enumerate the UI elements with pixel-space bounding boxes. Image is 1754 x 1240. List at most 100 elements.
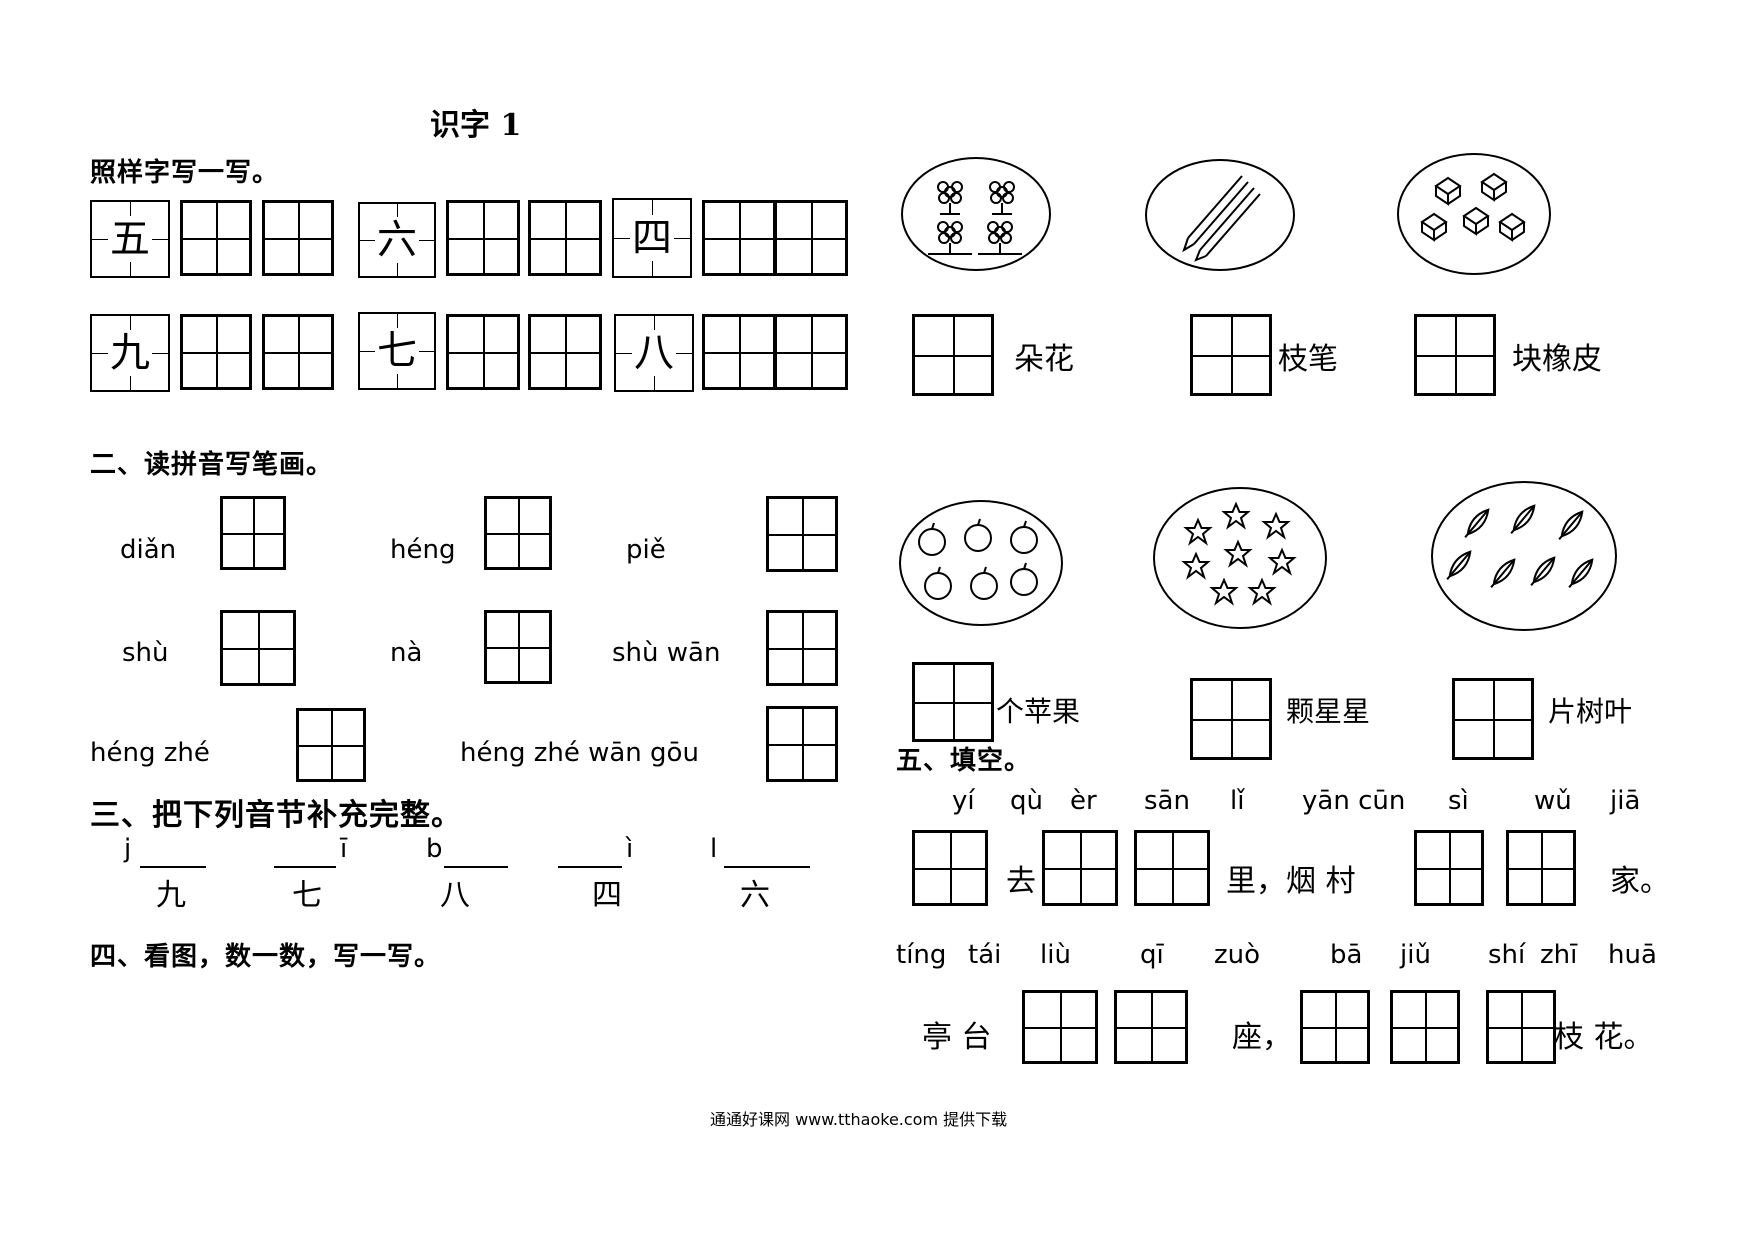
hanzi: 六 [740,878,770,913]
fill-cell[interactable] [1022,990,1098,1064]
fill-text: 去 [1006,864,1036,899]
pinyin-prefix: b [426,834,443,864]
writing-cell[interactable] [262,200,334,276]
count-label: 颗星星 [1286,695,1371,728]
writing-cell[interactable] [262,314,334,390]
pinyin: jiā [1610,786,1641,816]
fill-cell[interactable] [1506,830,1576,906]
writing-cell[interactable] [446,314,520,390]
leaves-picture [1431,481,1617,631]
page-title: 识字 1 [430,108,522,143]
stroke-cell[interactable] [220,496,286,570]
section3-heading: 三、把下列音节补充完整。 [90,798,462,833]
pinyin: qù [1010,786,1043,816]
pinyin: lǐ [1230,786,1245,816]
pinyin-blank[interactable] [140,866,206,868]
sample-char: 五 [108,216,152,262]
writing-cell[interactable] [528,314,602,390]
pinyin-label: diǎn [120,535,177,565]
sample-char-cell: 七 [358,312,436,390]
count-answer-cell[interactable] [1190,678,1272,760]
stars-picture [1153,487,1327,629]
pinyin-blank[interactable] [558,866,622,868]
pencils-picture [1145,159,1295,271]
fill-text: 家。 [1610,864,1670,899]
pinyin-prefix: j [124,834,132,864]
sample-char-cell: 八 [614,314,694,392]
stroke-cell[interactable] [766,706,838,782]
fill-cell[interactable] [912,830,988,906]
sample-char: 八 [632,330,676,376]
stroke-cell[interactable] [296,708,366,782]
flowers-picture [901,157,1051,271]
writing-cell[interactable] [774,314,848,390]
pinyin: wǔ [1534,786,1572,816]
pinyin: bā [1330,940,1363,970]
section2-heading: 二、读拼音写笔画。 [90,450,334,480]
fill-cell[interactable] [1114,990,1188,1064]
count-answer-cell[interactable] [1414,314,1496,396]
pinyin-blank[interactable] [724,866,810,868]
hanzi: 八 [440,878,470,913]
count-label: 片树叶 [1548,695,1633,728]
erasers-picture [1397,153,1551,275]
pinyin-label: nà [390,638,423,668]
fill-cell[interactable] [1134,830,1210,906]
pinyin-suffix: ì [626,834,634,864]
stroke-cell[interactable] [766,610,838,686]
stroke-cell[interactable] [484,610,552,684]
pinyin-label: héng [390,535,456,565]
fill-cell[interactable] [1414,830,1484,906]
count-answer-cell[interactable] [1190,314,1272,396]
sample-char: 七 [375,328,419,374]
hanzi: 九 [156,878,186,913]
sample-char-cell: 四 [612,198,692,278]
pinyin-label: shù wān [612,638,721,668]
pinyin: zhī [1540,940,1578,970]
section5-heading: 五、填空。 [896,746,1032,776]
fill-cell[interactable] [1486,990,1556,1064]
writing-cell[interactable] [446,200,520,276]
count-label: 枝笔 [1278,342,1338,377]
pinyin-blank[interactable] [274,866,336,868]
pinyin-label: héng zhé wān gōu [460,738,699,768]
pinyin: qī [1140,940,1164,970]
pinyin-label: shù [122,638,169,668]
pinyin: tái [968,940,1002,970]
sample-char: 六 [375,217,419,263]
count-label: 朵花 [1014,342,1074,377]
section1-heading: 照样字写一写。 [90,158,280,188]
pinyin: tíng [896,940,947,970]
fill-cell[interactable] [1042,830,1118,906]
count-answer-cell[interactable] [912,314,994,396]
fill-text: 枝 花。 [1554,1020,1654,1055]
section4-heading: 四、看图，数一数，写一写。 [90,942,442,972]
writing-cell[interactable] [702,314,776,390]
count-answer-cell[interactable] [912,662,994,742]
writing-cell[interactable] [180,314,252,390]
pinyin-label: héng zhé [90,738,210,768]
pinyin: liù [1040,940,1071,970]
pinyin-prefix: l [710,834,718,864]
fill-cell[interactable] [1300,990,1370,1064]
stroke-cell[interactable] [220,610,296,686]
hanzi: 七 [292,878,322,913]
pinyin-blank[interactable] [444,866,508,868]
count-label: 块橡皮 [1512,342,1602,377]
stroke-cell[interactable] [766,496,838,572]
sample-char-cell: 五 [90,200,170,278]
writing-cell[interactable] [702,200,776,276]
fill-text: 里，烟 村 [1226,864,1356,899]
writing-cell[interactable] [180,200,252,276]
writing-cell[interactable] [528,200,602,276]
footer-credit: 通通好课网 www.tthaoke.com 提供下载 [710,1110,1008,1129]
pinyin-suffix: ī [340,834,348,864]
sample-char: 四 [630,215,674,261]
stroke-cell[interactable] [484,496,552,570]
fill-cell[interactable] [1390,990,1460,1064]
count-answer-cell[interactable] [1452,678,1534,760]
pinyin: sì [1448,786,1469,816]
writing-cell[interactable] [774,200,848,276]
pinyin: yí [952,786,975,816]
sample-char-cell: 九 [90,314,170,392]
